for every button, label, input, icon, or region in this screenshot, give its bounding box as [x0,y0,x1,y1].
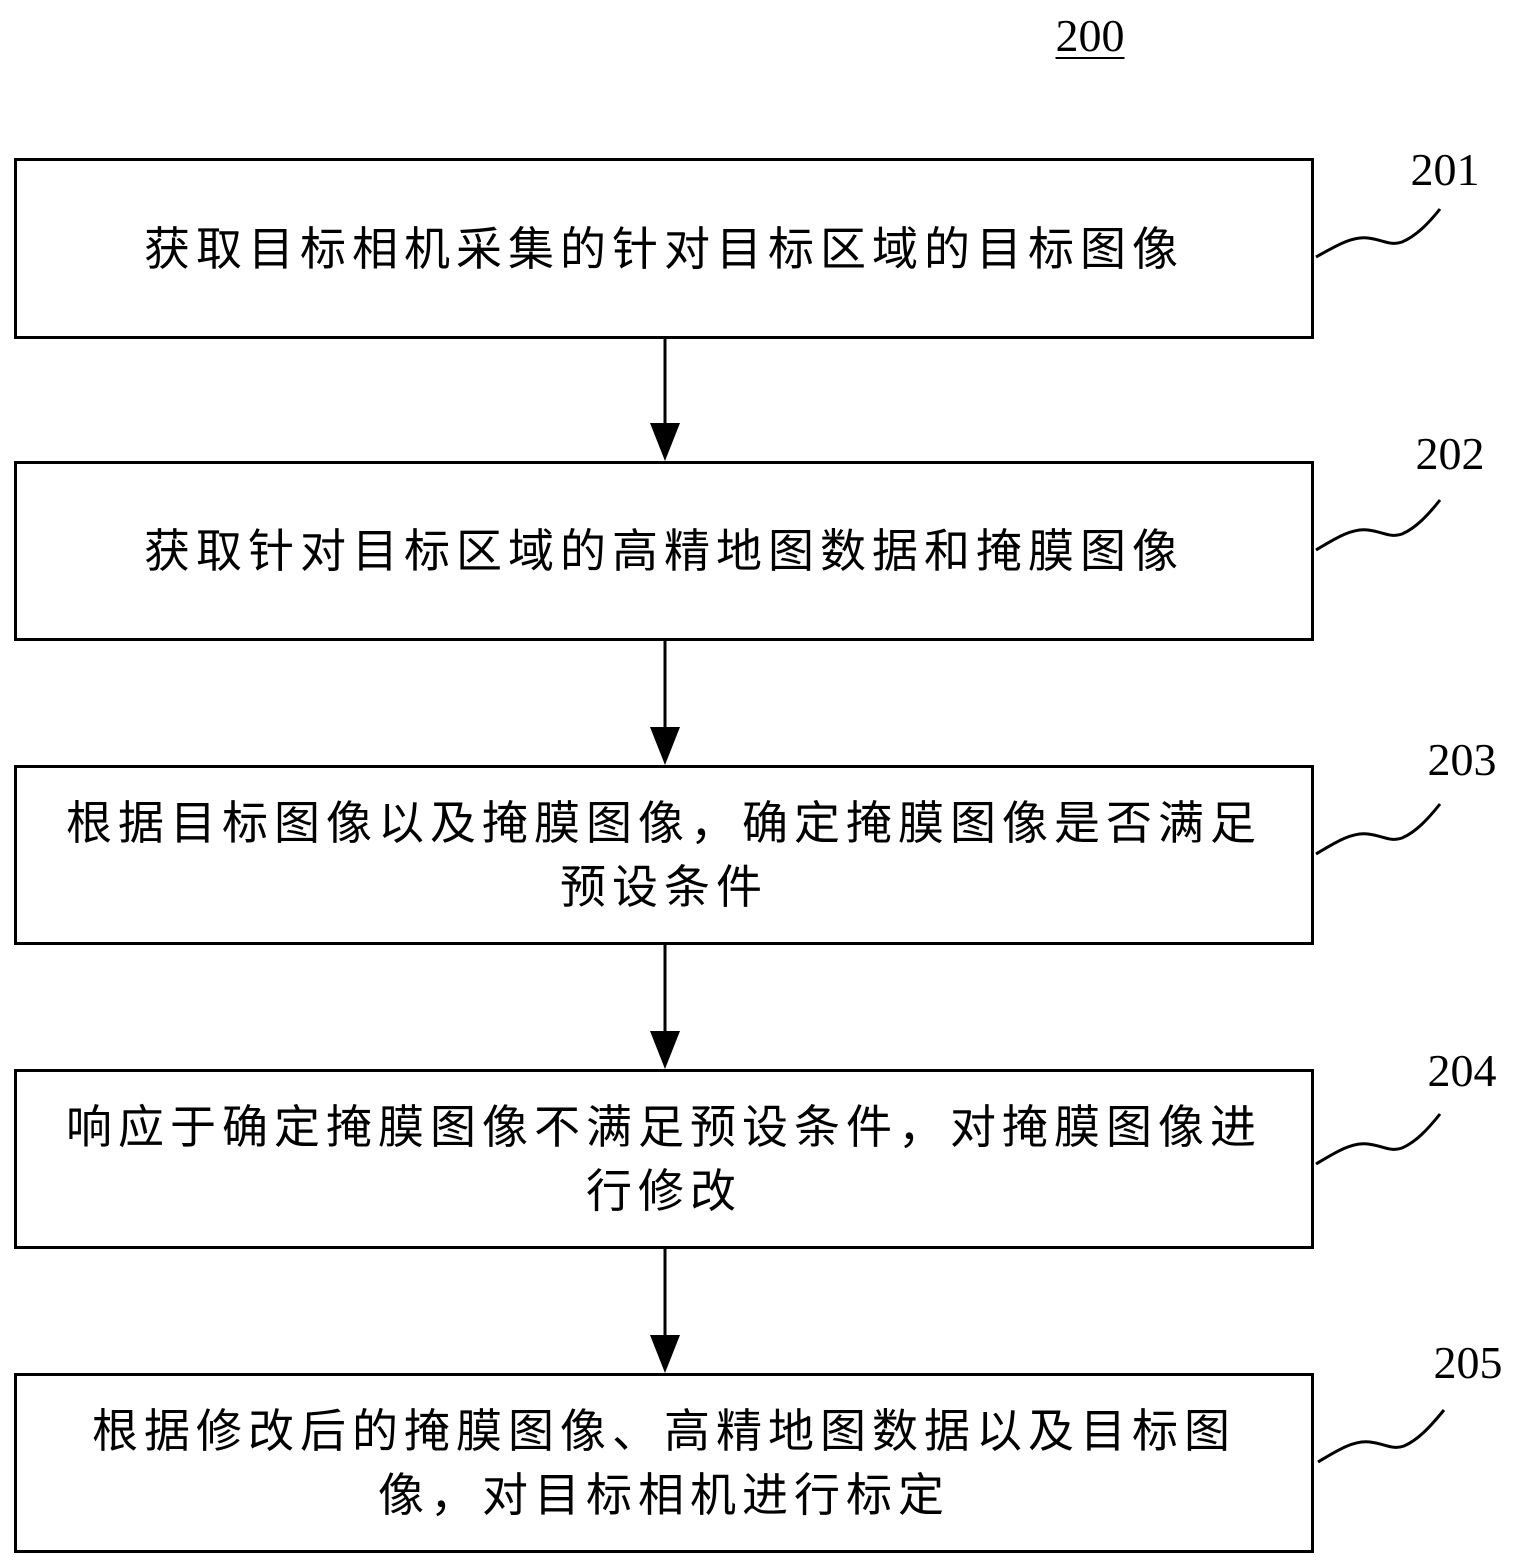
step-ref-203: 203 [1427,734,1497,785]
step-box-204: 响应于确定掩膜图像不满足预设条件，对掩膜图像进行修改 [14,1069,1314,1249]
step-text-205: 根据修改后的掩膜图像、高精地图数据以及目标图像，对目标相机进行标定 [92,1404,1236,1522]
leader-202 [1315,499,1442,552]
step-text-202: 获取针对目标区域的高精地图数据和掩膜图像 [144,524,1184,578]
step-ref-201: 201 [1410,144,1480,195]
step-box-201: 获取目标相机采集的针对目标区域的目标图像 [14,158,1314,339]
arrowhead-201-202 [650,423,680,461]
step-ref-205: 205 [1433,1337,1503,1388]
flow-arrows [650,339,680,1373]
arrowhead-204-205 [650,1335,680,1373]
arrowhead-202-203 [650,727,680,765]
step-box-203: 根据目标图像以及掩膜图像，确定掩膜图像是否满足预设条件 [14,765,1314,945]
leader-201 [1315,208,1442,259]
leader-lines [1315,208,1446,1464]
step-text-204: 响应于确定掩膜图像不满足预设条件，对掩膜图像进行修改 [66,1100,1262,1218]
step-ref-202: 202 [1415,428,1485,479]
step-box-205: 根据修改后的掩膜图像、高精地图数据以及目标图像，对目标相机进行标定 [14,1373,1314,1553]
step-box-202: 获取针对目标区域的高精地图数据和掩膜图像 [14,461,1314,641]
arrowhead-203-204 [650,1031,680,1069]
leader-204 [1315,1113,1442,1166]
leader-205 [1317,1409,1446,1464]
step-ref-204: 204 [1427,1045,1497,1096]
step-text-201: 获取目标相机采集的针对目标区域的目标图像 [144,221,1184,276]
leader-203 [1315,803,1442,856]
step-text-203: 根据目标图像以及掩膜图像，确定掩膜图像是否满足预设条件 [66,796,1262,914]
figure-number: 200 [1055,10,1125,61]
